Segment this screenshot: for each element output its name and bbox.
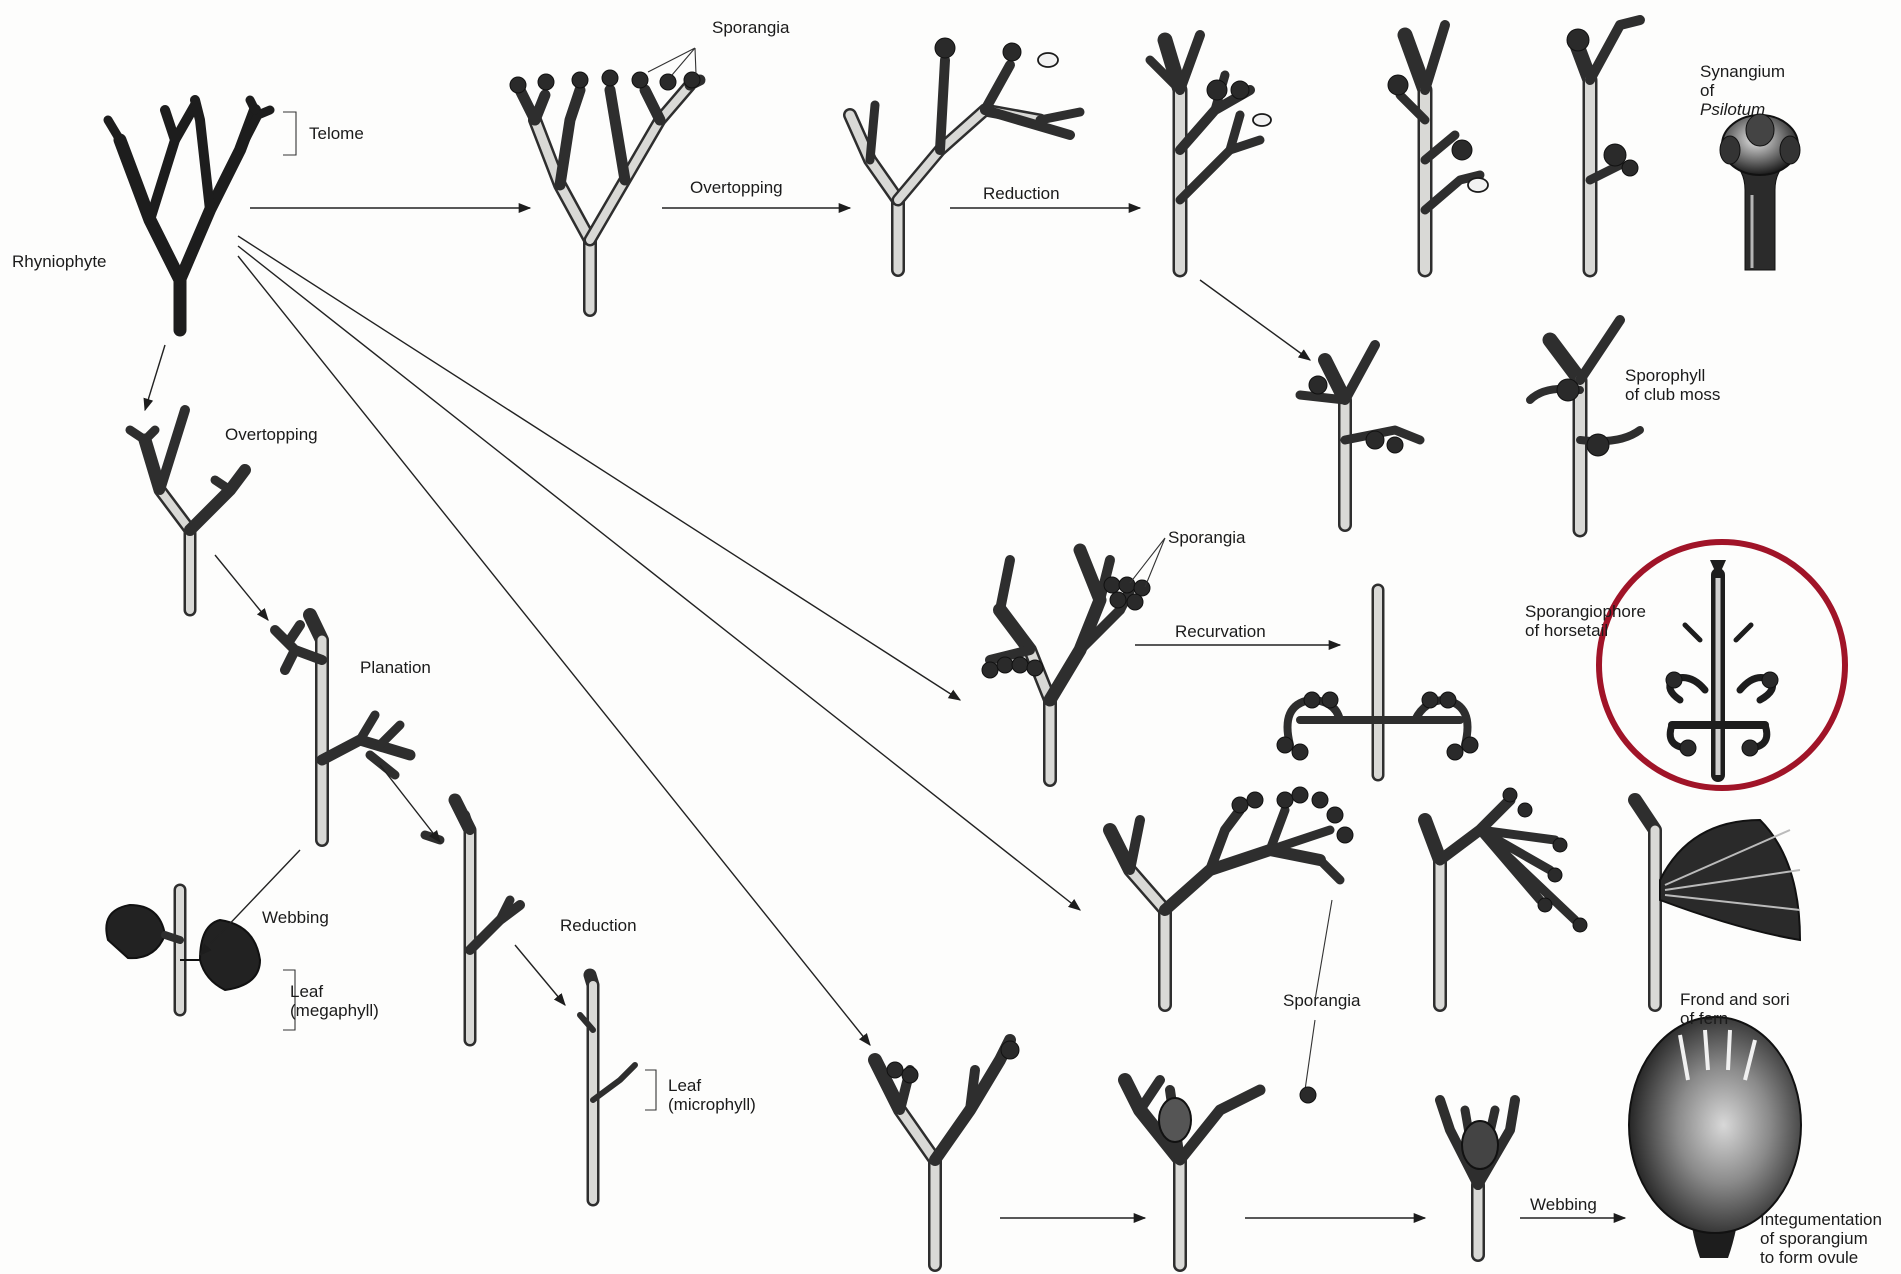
fern-precursor-2 (1425, 788, 1587, 1005)
sporangia-pointer-mid (1130, 538, 1165, 587)
microphyll-bracket (645, 1070, 656, 1110)
label-leaf-megaphyll: Leaf (megaphyll) (290, 982, 379, 1020)
label-rhyniophyte: Rhyniophyte (12, 252, 107, 271)
label-webbing-bottom: Webbing (1530, 1195, 1597, 1214)
ovule-precursor-1 (875, 1040, 1019, 1265)
club-moss-sporophyll (1530, 320, 1640, 530)
label-overtopping-left: Overtopping (225, 425, 318, 444)
label-frond-sori: Frond and sori of fern (1680, 990, 1790, 1028)
label-integumentation: Integumentation of sporangium to form ov… (1760, 1210, 1882, 1267)
top-plant-5 (1567, 20, 1640, 270)
webbed-megaphyll (106, 890, 260, 1010)
club-moss-precursor (1300, 345, 1420, 525)
label-reduction-left: Reduction (560, 916, 637, 935)
label-sporangia-top: Sporangia (712, 18, 790, 37)
top-plant-2 (850, 38, 1080, 270)
label-synangium: Synangium of Psilotum (1700, 62, 1785, 119)
label-overtopping-top: Overtopping (690, 178, 783, 197)
label-sporangia-lower: Sporangia (1283, 991, 1361, 1010)
label-sporangia-mid: Sporangia (1168, 528, 1246, 547)
label-sporophyll: Sporophyll of club moss (1625, 366, 1720, 404)
top-plant-4 (1388, 25, 1488, 270)
top-plant-1 (510, 70, 700, 310)
label-planation: Planation (360, 658, 431, 677)
label-leaf-microphyll: Leaf (microphyll) (668, 1076, 756, 1114)
label-recurvation: Recurvation (1175, 622, 1266, 641)
recurved-plant (1277, 590, 1478, 775)
psilotum-synangium (1720, 114, 1800, 270)
sporangia-pointer-top (648, 48, 696, 75)
reduced-telome (425, 800, 520, 1040)
telome-bracket (283, 112, 296, 155)
fern-precursor-1 (1110, 787, 1353, 1005)
horsetail-sporangiophore (1666, 560, 1778, 775)
label-reduction-top: Reduction (983, 184, 1060, 203)
ovule-precursor-2 (1125, 1080, 1316, 1265)
label-sporangiophore: Sporangiophore of horsetail (1525, 602, 1646, 640)
ovule-precursor-3 (1440, 1100, 1515, 1255)
fern-frond (1635, 800, 1800, 1005)
recurvation-precursor (982, 550, 1150, 780)
microphyll-telome (580, 975, 635, 1200)
rhyniophyte-plant (108, 100, 270, 330)
planated-telome (275, 615, 410, 840)
label-webbing-left: Webbing (262, 908, 329, 927)
label-telome: Telome (309, 124, 364, 143)
top-plant-3 (1150, 35, 1271, 270)
